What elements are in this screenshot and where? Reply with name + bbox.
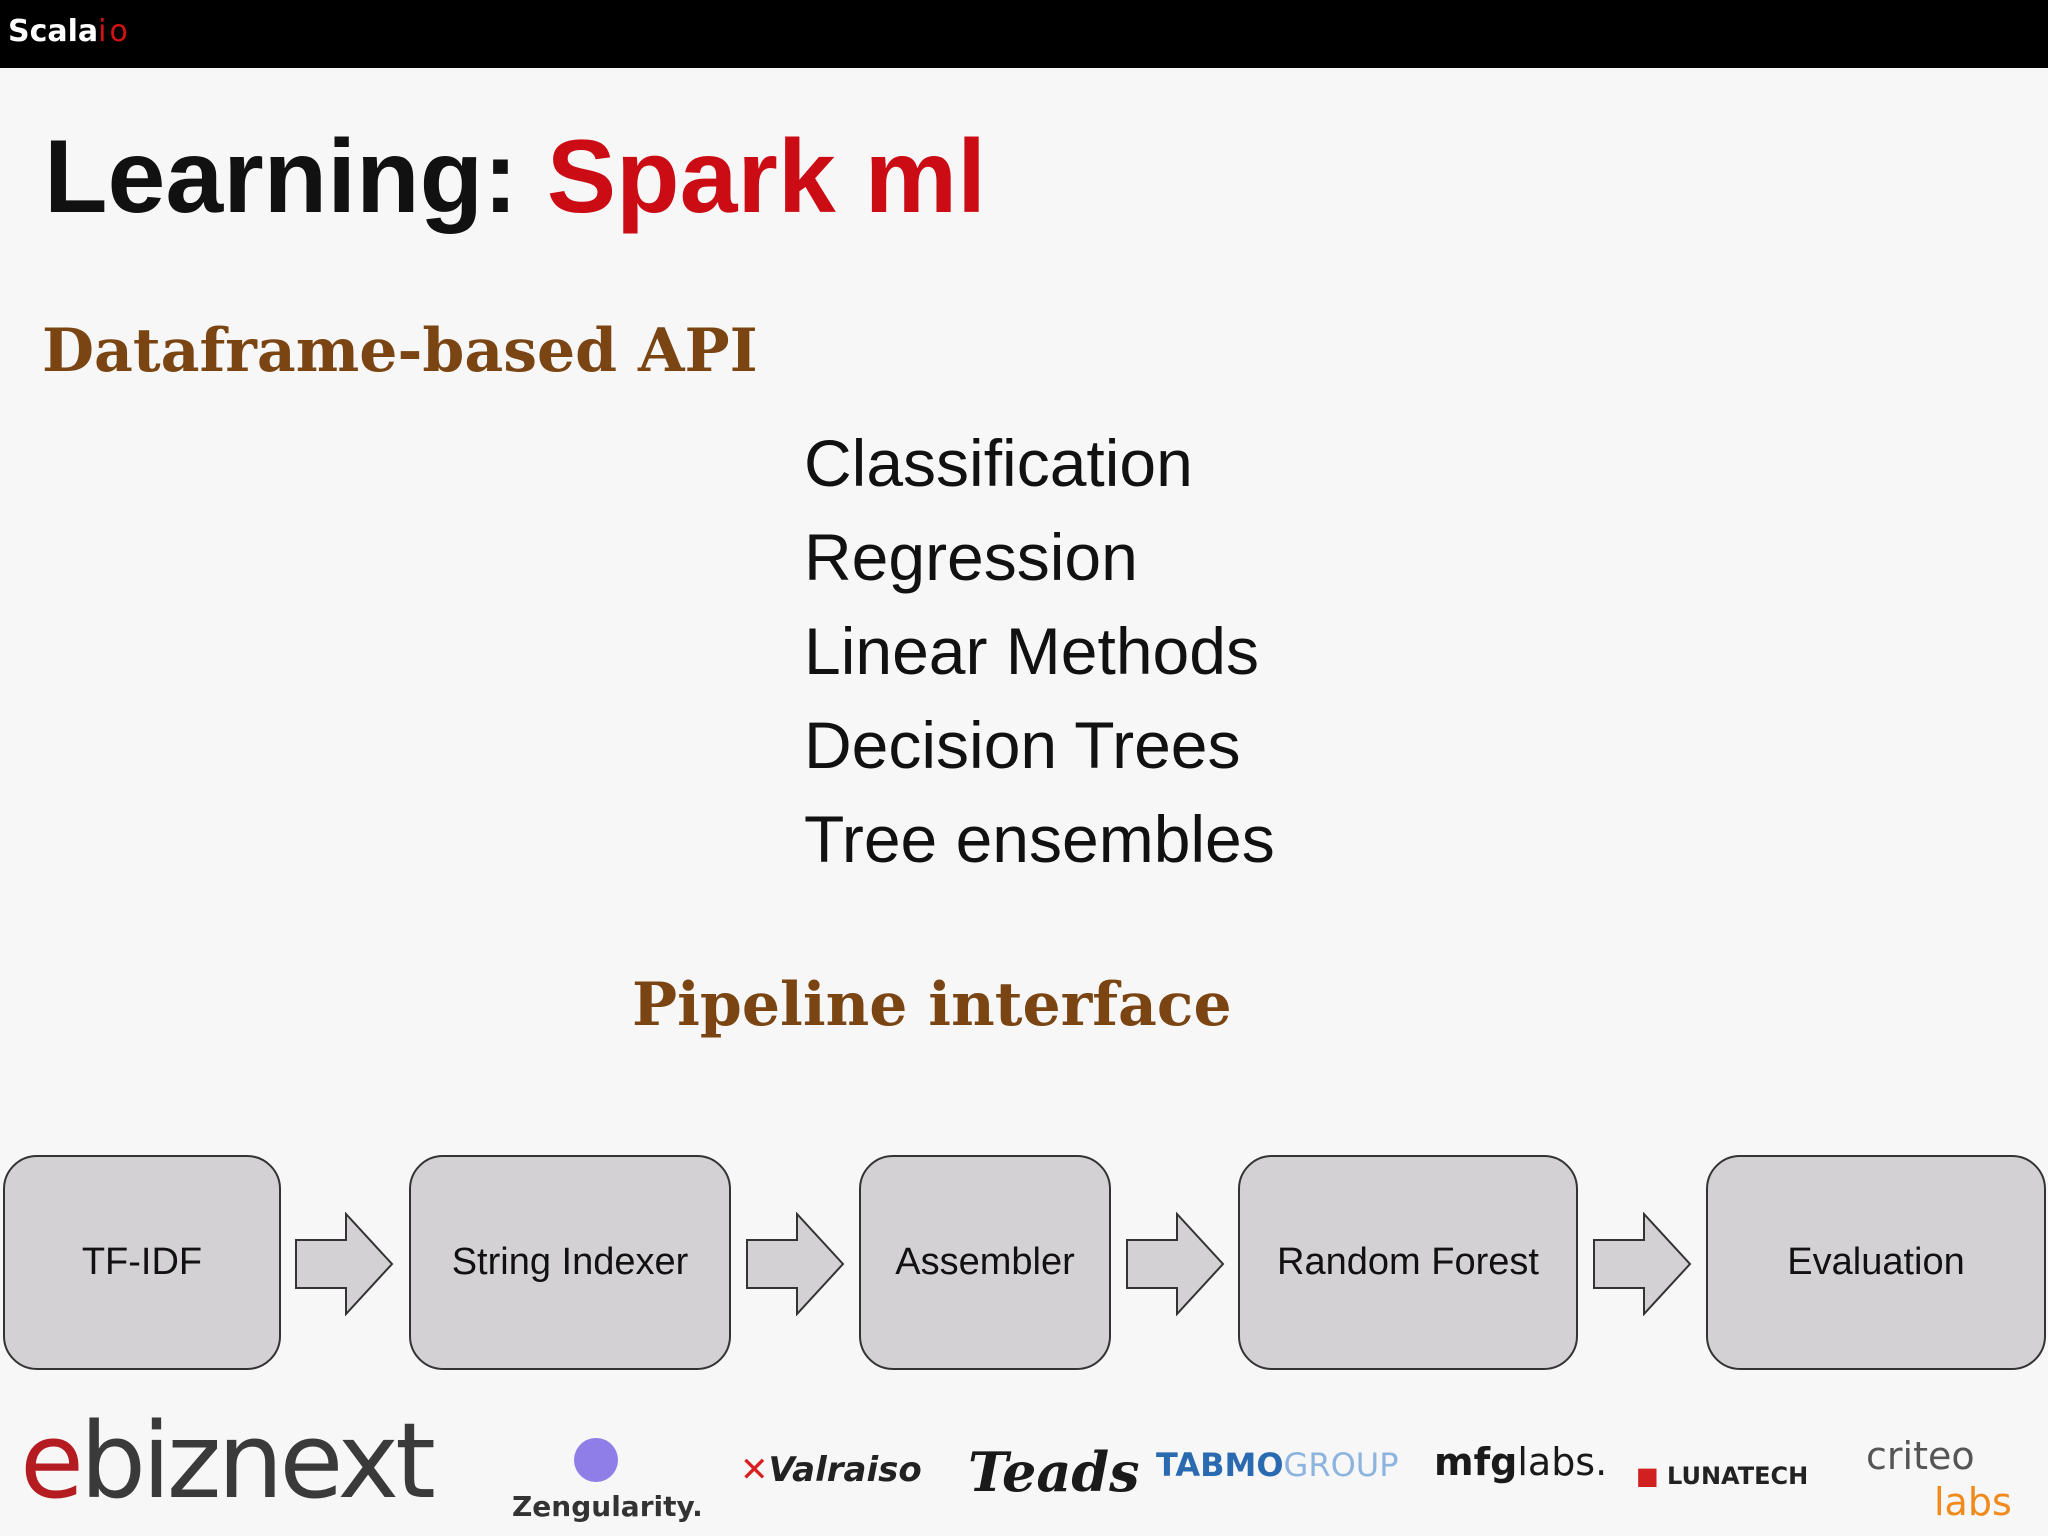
ebiznext-logo: ebiznext xyxy=(20,1400,436,1522)
right-arrow-icon xyxy=(1593,1212,1692,1316)
topic-item: Tree ensembles xyxy=(804,802,1275,876)
pipeline-subheading: Pipeline interface xyxy=(632,970,1232,1040)
topic-item: Classification xyxy=(804,426,1193,500)
pipeline-stage-assembler: Assembler xyxy=(859,1155,1111,1370)
criteo-labs-logo: labs xyxy=(1934,1480,2012,1524)
tabmo-group-logo: TABMOGROUP xyxy=(1156,1446,1399,1484)
right-arrow-icon xyxy=(746,1212,845,1316)
title-highlight: Spark ml xyxy=(546,119,986,235)
pipeline-stage-random-forest: Random Forest xyxy=(1238,1155,1578,1370)
api-subheading: Dataframe-based API xyxy=(42,316,758,386)
zengularity-logo: Zengularity. xyxy=(512,1490,703,1523)
sponsor-strip: ebiznext Zengularity. ✕Valraiso Teads TA… xyxy=(0,1400,2048,1536)
pipeline-stage-evaluation: Evaluation xyxy=(1706,1155,2046,1370)
pipeline-stage-tfidf: TF-IDF xyxy=(3,1155,281,1370)
zengularity-icon xyxy=(574,1438,618,1482)
slide-title: Learning: Spark ml xyxy=(44,118,986,237)
top-bar: Scalaio xyxy=(0,0,2048,68)
topic-item: Linear Methods xyxy=(804,614,1259,688)
brand-main: Scala xyxy=(8,14,99,49)
topic-item: Decision Trees xyxy=(804,708,1241,782)
criteo-logo: criteo xyxy=(1866,1434,1975,1478)
pipeline-stage-string-indexer: String Indexer xyxy=(409,1155,731,1370)
lunatech-logo: ■ LUNATECH xyxy=(1636,1462,1809,1490)
scalaio-logo: Scalaio xyxy=(8,14,131,49)
title-prefix: Learning: xyxy=(44,119,547,235)
mfg-labs-logo: mfglabs. xyxy=(1434,1440,1608,1484)
right-arrow-icon xyxy=(295,1212,394,1316)
teads-logo: Teads xyxy=(968,1440,1140,1504)
right-arrow-icon xyxy=(1126,1212,1225,1316)
valraiso-logo: ✕Valraiso xyxy=(740,1450,922,1490)
brand-suffix: io xyxy=(98,14,131,49)
topic-item: Regression xyxy=(804,520,1138,594)
topic-list: Classification Regression Linear Methods… xyxy=(804,416,1275,886)
